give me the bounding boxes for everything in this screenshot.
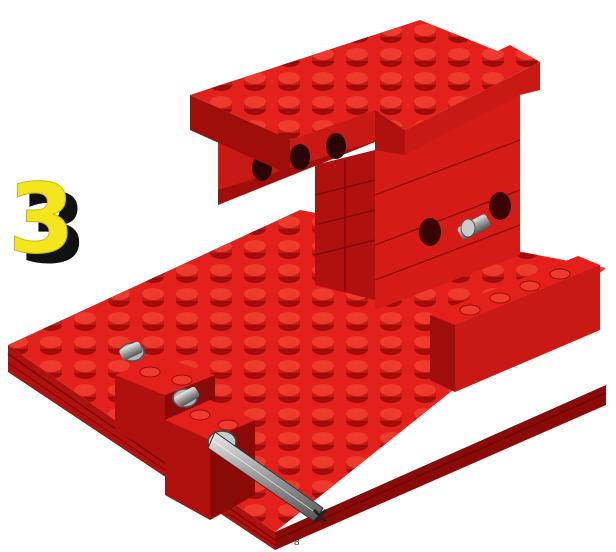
- step-number: 3 3: [8, 163, 87, 285]
- beam-hole: [326, 133, 346, 159]
- tower-hole: [489, 192, 511, 220]
- step-number-text: 3: [8, 163, 75, 275]
- axle-length-label: 8: [294, 537, 300, 548]
- tower-hole: [419, 218, 441, 246]
- beam-hole: [290, 144, 310, 170]
